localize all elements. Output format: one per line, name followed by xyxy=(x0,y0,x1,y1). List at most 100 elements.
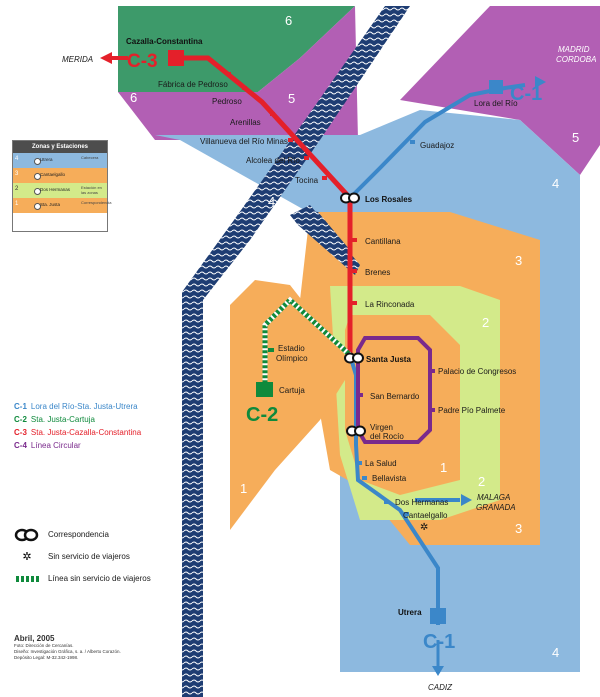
station-villanueva: Villanueva del Río Minas xyxy=(200,137,288,146)
legend-line-name: Sta. Justa-Cartuja xyxy=(30,415,95,424)
tick-fabrica xyxy=(226,72,231,76)
cadiz-arrow xyxy=(432,666,444,676)
legend-line-code: C-3 xyxy=(14,428,27,437)
interchange-icon xyxy=(344,352,364,364)
footer-date: Abril, 2005 xyxy=(14,634,55,643)
legend-interchange: Correspondencia xyxy=(14,526,214,548)
tick-guadajoz xyxy=(410,140,415,144)
legend-line-name: Línea Circular xyxy=(30,441,81,450)
station-estadio: Estadio xyxy=(278,344,305,353)
zone-desc: Cabecera xyxy=(81,155,99,160)
zone-4-label-c: 4 xyxy=(552,645,559,660)
station-bellavista: Bellavista xyxy=(372,474,407,483)
interchange-icon xyxy=(346,425,366,437)
footer-note: Depósito Legal: M-32.342-1998. xyxy=(14,655,79,660)
station-la-salud: La Salud xyxy=(365,459,397,468)
tick-cantillana xyxy=(352,238,357,242)
zones-key-row: 3 Cantaelgallo xyxy=(13,168,107,183)
legend-line-code: C-1 xyxy=(14,402,27,411)
tick-arenillas xyxy=(270,112,275,116)
footer-note: Diseño: Investigación Gráfica, s. a. / A… xyxy=(14,649,121,654)
zone-desc: Correspondencia xyxy=(81,200,112,205)
station-cantaelgallo: Cantaelgallo xyxy=(403,511,448,520)
footer: Abril, 2005 Foto: Dirección de Cercanías… xyxy=(14,634,214,661)
station-cantillana: Cantillana xyxy=(365,237,401,246)
tick-estadio xyxy=(268,348,274,352)
legend-line-code: C-4 xyxy=(14,441,27,450)
legend-no-service-label: Sin servicio de viajeros xyxy=(48,552,130,561)
zone-6-label-b: 6 xyxy=(130,90,137,105)
zone-number: 2 xyxy=(15,186,19,192)
zone-2-label-b: 2 xyxy=(478,474,485,489)
footer-note: Foto: Dirección de Cercanías. xyxy=(14,643,74,648)
direction-cadiz: CADIZ xyxy=(428,683,453,692)
zone-5-area-left xyxy=(118,6,358,140)
zone-station: Sta. Justa xyxy=(40,202,61,207)
tick-palacio xyxy=(430,369,435,373)
zone-number: 3 xyxy=(15,171,19,177)
legend-no-service-line: Línea sin servicio de viajeros xyxy=(14,570,214,592)
zone-5-label-a: 5 xyxy=(288,91,295,106)
c1-badge-bottom: C-1 xyxy=(423,631,455,653)
zone-5-label-b: 5 xyxy=(572,130,579,145)
zone-4-label-a: 4 xyxy=(268,194,275,209)
zone-1-label-a: 1 xyxy=(440,460,447,475)
station-virgen: Virgen xyxy=(370,423,393,432)
station-dos-hermanas: Dos Hermanas xyxy=(395,498,448,507)
zones-key-row: 1 Sta. Justa Correspondencia xyxy=(13,198,112,213)
interchange-icon xyxy=(14,528,39,542)
c2-badge: C-2 xyxy=(246,404,278,426)
legend-interchange-label: Correspondencia xyxy=(48,530,109,539)
zone-number: 1 xyxy=(15,201,19,207)
tick-cantaelgallo xyxy=(404,512,409,516)
station-tocina: Tocina xyxy=(295,176,319,185)
terminal-cazalla xyxy=(168,50,184,66)
station-rinconada: La Rinconada xyxy=(365,300,415,309)
terminal-lora xyxy=(489,80,503,94)
terminal-cartuja xyxy=(256,382,273,397)
tick-bellavista xyxy=(362,476,367,480)
river-lower xyxy=(300,210,350,265)
direction-cordoba: CORDOBA xyxy=(556,55,596,64)
merida-arrow xyxy=(100,52,112,64)
tick-la-salud xyxy=(357,461,362,465)
zone-2-label-a: 2 xyxy=(482,315,489,330)
station-utrera: Utrera xyxy=(398,608,422,617)
station-arenillas: Arenillas xyxy=(230,118,261,127)
station-dot-icon xyxy=(34,173,41,180)
line-c4 xyxy=(356,336,432,444)
c3-badge: C-3 xyxy=(127,51,158,72)
station-santa-justa: Santa Justa xyxy=(366,355,411,364)
zone-desc: Estación en las zonas xyxy=(81,185,102,195)
station-cazalla: Cazalla-Constantina xyxy=(126,37,203,46)
legend-line-code: C-2 xyxy=(14,415,27,424)
legend-line-name: Sta. Justa-Cazalla-Constantina xyxy=(30,428,142,437)
tick-san-bernardo xyxy=(358,393,363,397)
station-palacio: Palacio de Congresos xyxy=(438,367,516,376)
legend-line-name: Lora del Río-Sta. Justa-Utrera xyxy=(30,402,138,411)
station-del-rocio: del Rocío xyxy=(370,432,404,441)
tick-pedroso xyxy=(242,86,247,90)
direction-granada: GRANADA xyxy=(476,503,516,512)
direction-malaga: MALAGA xyxy=(477,493,510,502)
station-lora: Lora del Río xyxy=(474,99,518,108)
tick-alcolea xyxy=(304,156,309,160)
station-brenes: Brenes xyxy=(365,268,390,277)
station-dot-icon xyxy=(34,158,41,165)
tick-villanueva xyxy=(288,138,293,142)
direction-madrid: MADRID xyxy=(558,45,590,54)
zone-number: 4 xyxy=(15,156,19,162)
zone-6-label-a: 6 xyxy=(285,13,292,28)
zones-key-row: 4 Utrera Cabecera xyxy=(13,153,107,168)
station-padre-pio: Padre Pío Palmete xyxy=(438,406,506,415)
direction-merida: MERIDA xyxy=(62,55,93,64)
zone-1-label-b: 1 xyxy=(240,481,247,496)
asterisk-icon: ✲ xyxy=(420,522,428,533)
zone-4-label-b: 4 xyxy=(552,176,559,191)
river-guadalquivir xyxy=(182,6,410,697)
